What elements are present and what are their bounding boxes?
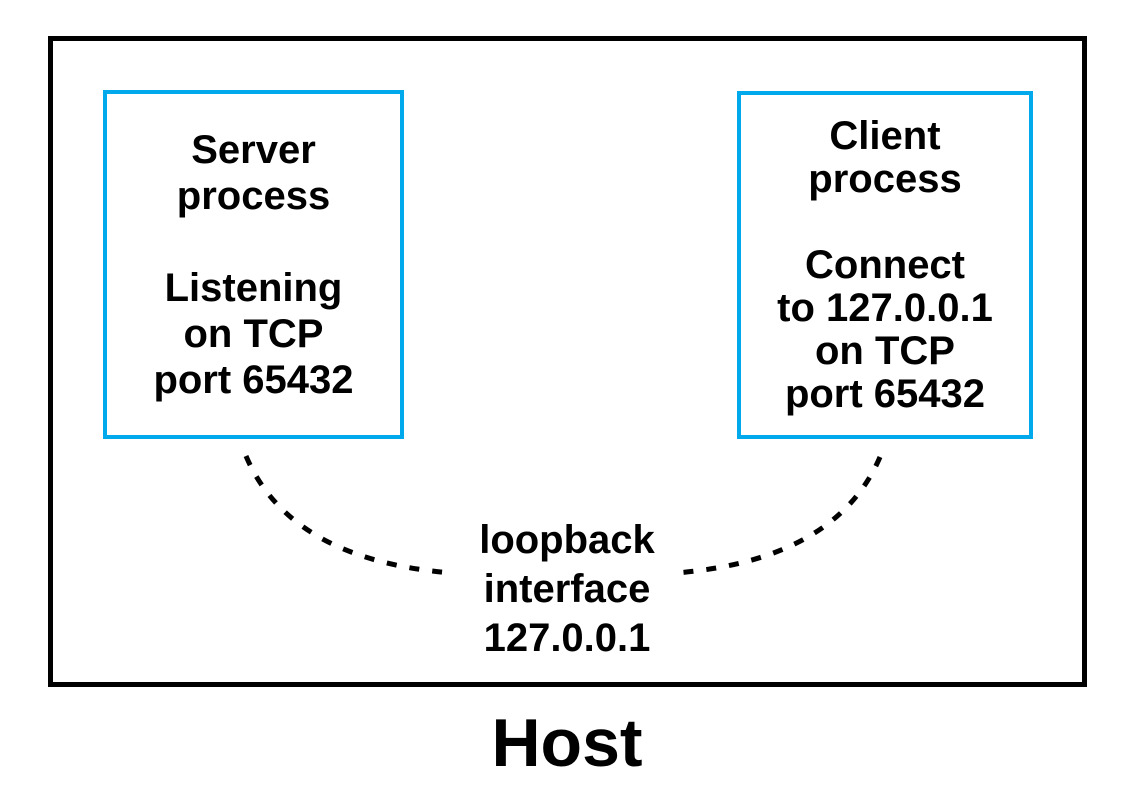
server-process-box: Server process Listening on TCP port 654… <box>103 90 404 439</box>
client-process-detail: Connect to 127.0.0.1 on TCP port 65432 <box>777 242 993 416</box>
client-process-box: Client process Connect to 127.0.0.1 on T… <box>737 91 1033 439</box>
server-process-title: Server process <box>176 127 331 218</box>
server-process-detail: Listening on TCP port 65432 <box>153 265 354 402</box>
host-boundary-box <box>48 36 1087 687</box>
host-label: Host <box>491 705 643 781</box>
loopback-interface-label: loopback interface 127.0.0.1 <box>479 518 655 660</box>
client-process-title: Client process <box>808 113 962 201</box>
